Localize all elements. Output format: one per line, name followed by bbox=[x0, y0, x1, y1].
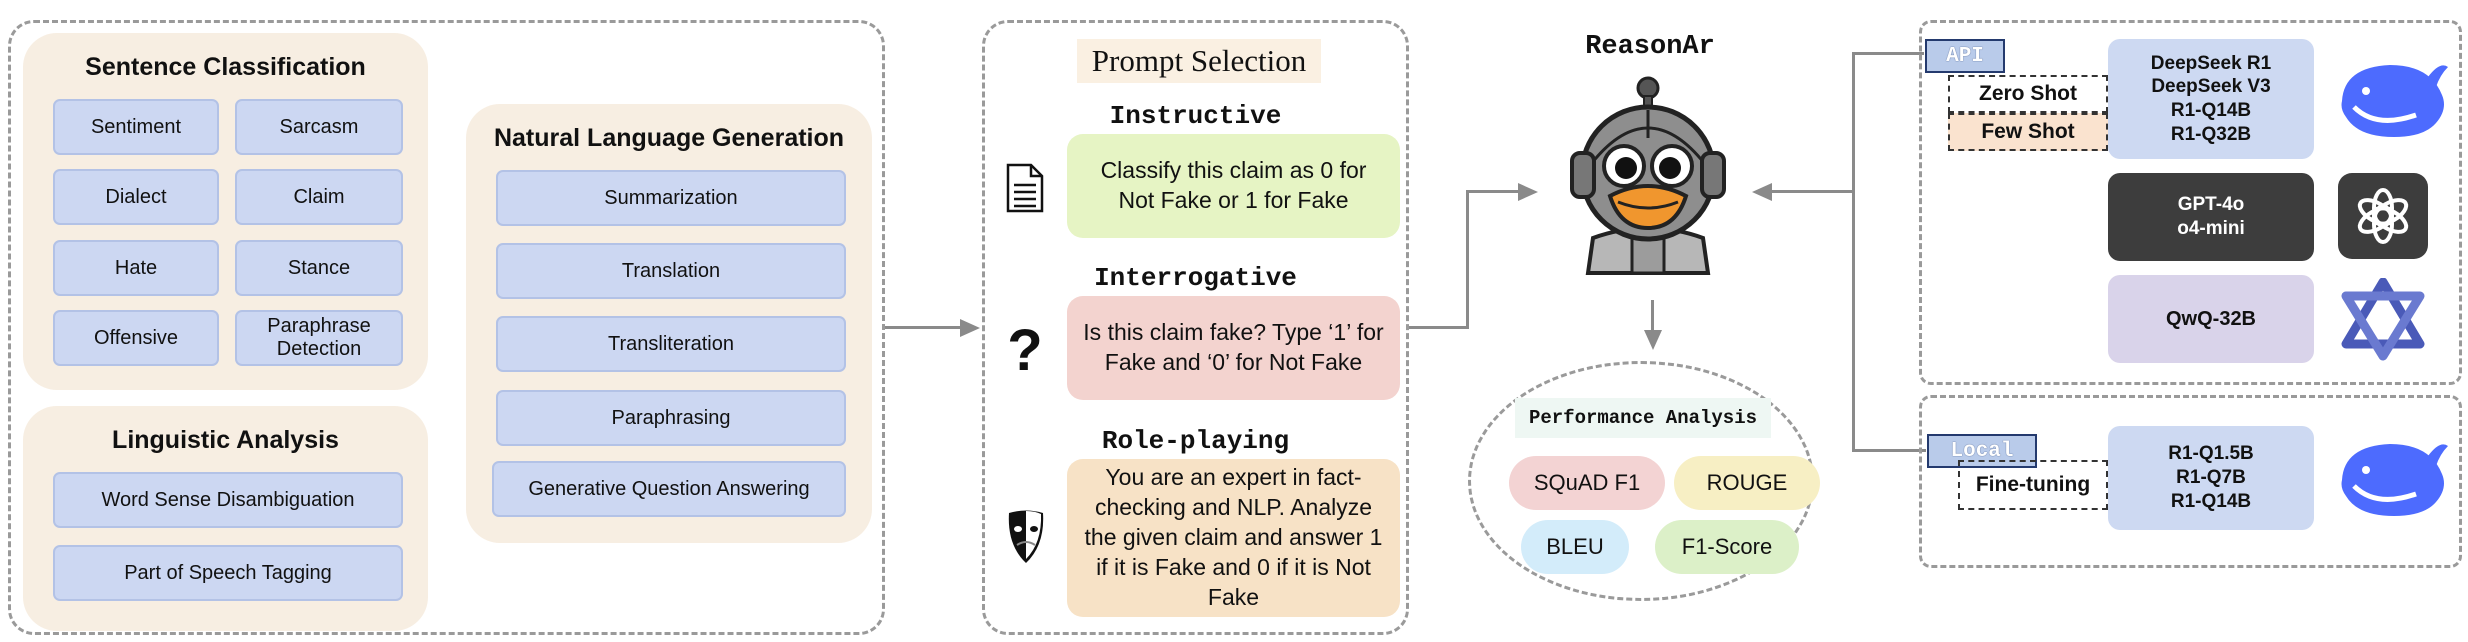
model-name: R1-Q7B bbox=[2176, 467, 2246, 489]
model-name: R1-Q14B bbox=[2170, 100, 2252, 121]
task-chip-stance: Stance bbox=[235, 240, 403, 296]
prompt-selection-title: Prompt Selection bbox=[1077, 39, 1321, 83]
prompt-card-instructive: Classify this claim as 0 for Not Fake or… bbox=[1067, 134, 1400, 238]
task-chip-translation: Translation bbox=[496, 243, 846, 299]
arrow-head bbox=[960, 319, 980, 337]
prompt-selection-container: Prompt Selection Instructive Classify th… bbox=[982, 20, 1409, 635]
svg-text:?: ? bbox=[1007, 320, 1042, 376]
performance-analysis-title: Performance Analysis bbox=[1515, 398, 1771, 438]
performance-analysis-container: Performance Analysis SQuAD F1 ROUGE BLEU… bbox=[1468, 361, 1820, 601]
zero-shot-label: Zero Shot bbox=[1948, 75, 2108, 113]
connector-line bbox=[1770, 190, 1852, 193]
model-name: DeepSeek R1 bbox=[2150, 52, 2272, 74]
prompt-card-role-playing: You are an expert in fact-checking and N… bbox=[1067, 459, 1400, 617]
linguistic-analysis-title: Linguistic Analysis bbox=[112, 426, 339, 454]
deepseek-whale-icon bbox=[2341, 65, 2448, 137]
prompt-card-interrogative: Is this claim fake? Type ‘1’ for Fake an… bbox=[1067, 296, 1400, 400]
nlg-panel: Natural Language Generation Summarizatio… bbox=[466, 104, 872, 543]
api-models-container: API Zero Shot Few Shot DeepSeek R1 DeepS… bbox=[1919, 20, 2462, 385]
reasonar-title: ReasonAr bbox=[1585, 32, 1715, 62]
metric-rouge: ROUGE bbox=[1674, 456, 1820, 510]
model-name: R1-Q32B bbox=[2170, 123, 2252, 145]
connector-line bbox=[885, 326, 973, 329]
deepseek-local-models: R1-Q1.5B R1-Q7B R1-Q14B bbox=[2108, 426, 2314, 530]
local-tag: Local bbox=[1927, 434, 2037, 468]
task-chip-transliteration: Transliteration bbox=[496, 316, 846, 372]
fine-tuning-label: Fine-tuning bbox=[1958, 460, 2108, 510]
sentence-classification-title: Sentence Classification bbox=[85, 53, 366, 81]
deepseek-whale-icon bbox=[2341, 444, 2448, 516]
sentence-classification-panel: Sentence Classification Sentiment Sarcas… bbox=[23, 33, 428, 390]
prompt-type-role-playing: Role-playing bbox=[1101, 426, 1290, 456]
model-name: GPT-4o bbox=[2177, 194, 2245, 216]
task-chip-sentiment: Sentiment bbox=[53, 99, 219, 155]
arrow-head bbox=[1644, 330, 1662, 350]
connector-line bbox=[1651, 300, 1654, 336]
connector-line bbox=[1852, 52, 1855, 452]
task-chip-sarcasm: Sarcasm bbox=[235, 99, 403, 155]
task-chip-offensive: Offensive bbox=[53, 310, 219, 366]
connector-line bbox=[1852, 52, 1924, 55]
qwen-logo-icon bbox=[2341, 278, 2425, 361]
task-chip-claim: Claim bbox=[235, 169, 403, 225]
connector-line bbox=[1466, 190, 1526, 193]
model-name: R1-Q14B bbox=[2170, 490, 2252, 512]
api-tag: API bbox=[1925, 39, 2005, 73]
model-name: DeepSeek V3 bbox=[2151, 76, 2271, 98]
prompt-type-instructive: Instructive bbox=[1109, 101, 1282, 131]
arrow-head bbox=[1752, 183, 1772, 201]
task-chip-hate: Hate bbox=[53, 240, 219, 296]
task-chip-paraphrase-detection: Paraphrase Detection bbox=[235, 310, 403, 366]
qwq-api-model: QwQ-32B bbox=[2108, 275, 2314, 363]
openai-api-models: GPT-4o o4-mini bbox=[2108, 173, 2314, 261]
robot-duck-mascot bbox=[1570, 76, 1726, 275]
document-icon bbox=[1006, 163, 1044, 213]
theater-mask-icon bbox=[1008, 510, 1044, 563]
local-models-container: Local Fine-tuning R1-Q1.5B R1-Q7B R1-Q14… bbox=[1919, 395, 2462, 568]
metric-squad-f1: SQuAD F1 bbox=[1509, 456, 1665, 510]
linguistic-analysis-panel: Linguistic Analysis Word Sense Disambigu… bbox=[23, 406, 428, 631]
task-chip-pos-tagging: Part of Speech Tagging bbox=[53, 545, 403, 601]
nlg-title: Natural Language Generation bbox=[493, 124, 845, 152]
metric-f1-score: F1-Score bbox=[1655, 520, 1799, 574]
connector-line bbox=[1409, 326, 1469, 329]
tasks-container: Sentence Classification Sentiment Sarcas… bbox=[8, 20, 885, 635]
prompt-type-interrogative: Interrogative bbox=[1094, 263, 1297, 293]
task-chip-summarization: Summarization bbox=[496, 170, 846, 226]
deepseek-api-models: DeepSeek R1 DeepSeek V3 R1-Q14B R1-Q32B bbox=[2108, 39, 2314, 159]
openai-logo-icon bbox=[2338, 173, 2428, 259]
model-name: R1-Q1.5B bbox=[2168, 443, 2254, 465]
task-chip-dialect: Dialect bbox=[53, 169, 219, 225]
task-chip-word-sense-disambiguation: Word Sense Disambiguation bbox=[53, 472, 403, 528]
task-chip-generative-qa: Generative Question Answering bbox=[492, 461, 846, 517]
arrow-head bbox=[1518, 183, 1538, 201]
task-chip-paraphrasing: Paraphrasing bbox=[496, 390, 846, 446]
few-shot-label: Few Shot bbox=[1948, 113, 2108, 151]
metric-bleu: BLEU bbox=[1521, 520, 1629, 574]
model-name: o4-mini bbox=[2177, 218, 2245, 239]
connector-line bbox=[1852, 449, 1926, 452]
connector-line bbox=[1466, 190, 1469, 329]
question-mark-icon: ? bbox=[1007, 320, 1042, 376]
